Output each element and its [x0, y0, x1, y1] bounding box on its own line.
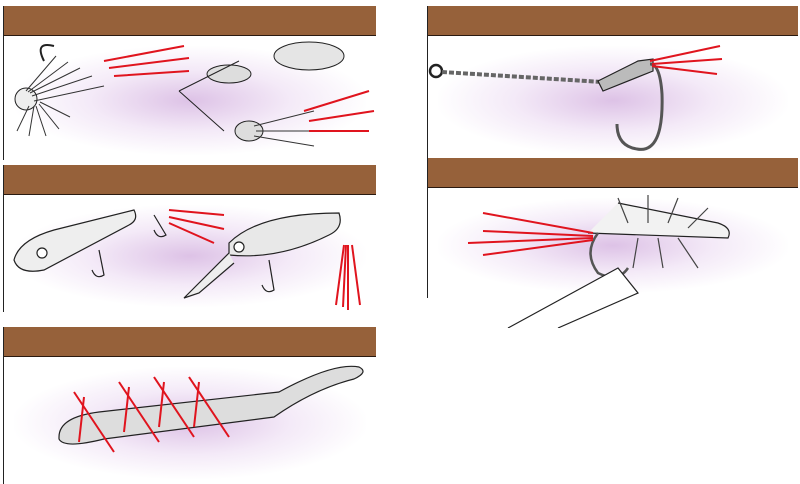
popper-icon [13, 209, 225, 278]
header-bar [4, 6, 376, 36]
background-glow [438, 46, 788, 155]
assist-hook-icon [428, 45, 723, 151]
spinnerbait-icon [178, 41, 375, 147]
panel-fly [427, 158, 798, 328]
header-bar [4, 327, 376, 357]
header-bar [428, 158, 798, 188]
header-bar [4, 165, 376, 195]
crankbait-icon [183, 212, 361, 310]
worm-icon [58, 365, 364, 453]
fly-icon [467, 195, 730, 328]
panel-assist-hook [427, 6, 798, 160]
panel-hard-baits [3, 165, 376, 312]
panel-soft-worm [3, 327, 376, 484]
header-bar [428, 6, 798, 36]
rubber-jig-icon [14, 44, 190, 137]
panel-jig-spinnerbait [3, 6, 376, 160]
